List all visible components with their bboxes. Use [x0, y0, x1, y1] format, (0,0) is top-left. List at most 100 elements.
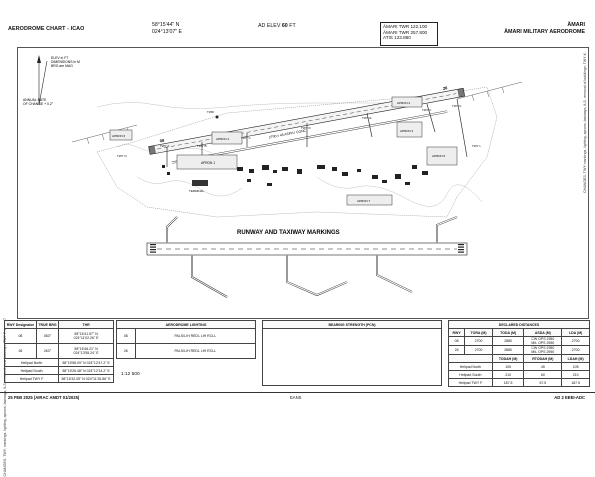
heli-north-rtodah: 45	[523, 362, 563, 371]
heli-col-rtodah: RTODAH (M)	[523, 354, 563, 363]
heli-col-ldah: LDAH (M)	[561, 354, 590, 363]
lighting-table: AERODROME LIGHTING 08 PALS/LIH REDL LIH …	[116, 320, 257, 359]
heli-col-todah: TODAH (M)	[491, 354, 525, 363]
apron-label-6: APRON 6	[112, 134, 126, 138]
brg-col: TRUE BRG	[35, 320, 60, 329]
twy-label-c: TWY C	[241, 136, 251, 140]
thr-col: THR	[58, 320, 114, 329]
helipad-twyf-coord: 58°15'32.05" N 024°11'26.86" E	[58, 374, 114, 383]
heli-col-header: TODAH (M) RTODAH (M) LDAH (M)	[448, 354, 590, 363]
apron-6	[109, 129, 133, 141]
rwy-08-designator: 08	[4, 328, 37, 344]
buildings	[162, 165, 428, 186]
chart-title: AERODROME CHART - ICAO	[8, 26, 85, 32]
bearing-strength-table: BEARING STRENGTH (PCN)	[262, 320, 442, 386]
var-note-1: ANNUAL RATE	[23, 98, 47, 102]
heli-south-rtodah: 60	[523, 370, 563, 379]
heli-south-name: Helipad South	[448, 370, 493, 379]
helipad-south-coord: 58°15'26.48" N 024°12'14.2" E	[58, 366, 114, 375]
arp-lon: 024°13'07" E	[152, 28, 183, 35]
decl-08-lda: 2700	[561, 336, 590, 346]
apron-1	[176, 154, 238, 170]
rwy-col: RWY Designator	[4, 320, 37, 329]
heli-twyf-name: Helipad TWY F	[448, 378, 493, 387]
parallel-taxiway	[171, 110, 448, 164]
apron-label-4: APRON 4	[216, 137, 230, 141]
twy-label-k: TWY K	[452, 104, 461, 108]
rwy-08-thr: 58°15'41.57" N 024°11'02.26" E	[58, 328, 114, 344]
helipad-north-name: Helipad North	[3, 358, 60, 367]
apron-3	[396, 121, 423, 138]
decl-26-asda: CW OPS 2950 MIL OPS 2950	[523, 345, 563, 355]
table-row: 08 2700 2880 CW OPS 2950 MIL OPS 2950 27…	[447, 336, 590, 346]
terminal-building	[192, 180, 208, 186]
marking-taxiways	[166, 216, 458, 298]
var-note-2: OF CHANGE + 0.2°	[23, 102, 54, 106]
north-arrow	[37, 55, 48, 106]
rwy-dims: 2700 x 45 ASPH / CONC	[269, 129, 307, 140]
aerodrome-full-name: ÄMARI MILITARY AERODROME	[504, 29, 585, 36]
decl-26-rwy: 26	[447, 345, 466, 355]
table-row: Helipad South 58°15'26.48" N 024°12'14.2…	[3, 366, 114, 375]
declared-col-header: RWY TORA (M) TODA (M) ASDA (M) LDA (M)	[447, 328, 590, 337]
heli-col-name	[448, 354, 493, 363]
control-tower	[215, 115, 219, 119]
forest-edge-3	[316, 176, 483, 207]
marking-taxiway-fill	[166, 216, 458, 298]
bearing-body	[262, 328, 442, 386]
heli-north-todah: 105	[491, 362, 525, 371]
declared-col-asda: ASDA (M)	[523, 328, 563, 337]
apron-7	[346, 194, 393, 206]
rwy-26-designator: 26	[4, 343, 37, 359]
footer-authority: EANS	[290, 395, 302, 400]
threshold-08	[148, 145, 156, 155]
apron-2	[391, 96, 423, 108]
heli-south-todah: 210	[491, 370, 525, 379]
footer-date: 25 FEB 2025 (AIRAC AMDT 01/2025)	[8, 395, 80, 400]
heli-twyf-todah: 187.5	[491, 378, 525, 387]
table-row: Helipad North 105 45 105	[448, 362, 590, 371]
apron-label-3: APRON 3	[400, 129, 414, 133]
rwy-26-brg: 263°	[35, 343, 60, 359]
table-row: 26 PALS/LIH REDL LIH RCLL	[116, 343, 257, 359]
north-note-1: ELEV in FT	[51, 56, 68, 60]
twy-label-a: TWY A	[160, 144, 169, 148]
heli-twyf-rtodah: 67.5	[523, 378, 563, 387]
heli-north-ldah: 105	[561, 362, 590, 371]
table-row: Helipad North 58°15'58.09" N 024°12'47.2…	[3, 358, 114, 367]
table-row: 26 2700 2880 CW OPS 2950 MIL OPS 2950 27…	[447, 345, 590, 355]
elev-prefix: AD ELEV	[258, 23, 282, 29]
apron-4	[211, 131, 243, 145]
heli-north-name: Helipad North	[448, 362, 493, 371]
heli-twyf-ldah: 187.5	[561, 378, 590, 387]
footer-page: AD 2 EEEI-ADC	[554, 395, 585, 400]
lighting-26: PALS/LIH REDL LIH RCLL	[134, 343, 257, 359]
freq-atis: ATIS 123.880	[383, 35, 411, 41]
table-row: 08 083° 58°15'41.57" N 024°11'02.26" E	[4, 328, 114, 344]
helipad-south-name: Helipad South	[3, 366, 60, 375]
twy-label-n: TWY N	[117, 154, 127, 158]
marking-runway	[146, 242, 468, 256]
decl-08-asda: CW OPS 2950 MIL OPS 2950	[523, 336, 563, 346]
north-arrow-head	[37, 55, 41, 63]
decl-08-toda: 2880	[491, 336, 525, 346]
twy-label-b: TWY B	[197, 144, 206, 148]
forest-edge-4	[96, 102, 397, 109]
declared-col-rwy: RWY	[447, 328, 466, 337]
table-row: 08 PALS/LIH REDL LIH RCLL	[116, 328, 257, 344]
apron-label-5: APRON 5	[432, 154, 446, 158]
rwy-26-thr: 58°15'46.21" N 024°13'55.24" E	[58, 343, 114, 359]
table-row: Helipad South 210 60 210	[448, 370, 590, 379]
threshold-26	[457, 88, 465, 98]
terminal-label: TERMINAL	[189, 189, 205, 193]
table-row: Helipad TWY F 187.5 67.5 187.5	[448, 378, 590, 387]
perimeter-fence	[96, 86, 498, 218]
decl-08-tora: 2700	[464, 336, 493, 346]
declared-col-toda: TODA (M)	[491, 328, 525, 337]
taxiway-a-surface	[171, 110, 448, 164]
lighting-rwy-26: 26	[116, 343, 136, 359]
decl-26-toda: 2880	[491, 345, 525, 355]
north-arrow-mag	[38, 60, 48, 106]
